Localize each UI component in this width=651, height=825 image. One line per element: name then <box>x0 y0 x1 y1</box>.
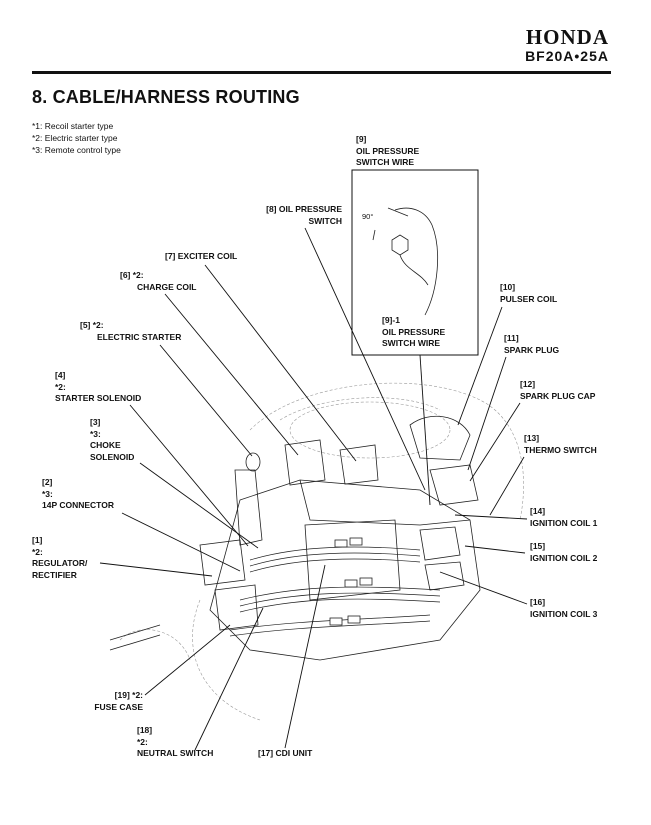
callout-ignition-coil-3: [16]IGNITION COIL 3 <box>530 597 598 619</box>
callout-thermo-switch: [13]THERMO SWITCH <box>524 433 597 455</box>
callout-starter-solenoid: [4]*2:STARTER SOLENOID <box>55 370 142 403</box>
note-3: *3: Remote control type <box>32 145 121 155</box>
callout-spark-plug: [11]SPARK PLUG <box>504 333 560 355</box>
inset-frame <box>351 169 479 356</box>
footnotes: *1: Recoil starter type *2: Electric sta… <box>32 120 121 156</box>
callout-14p-connector: [2]*3:14P CONNECTOR <box>42 477 114 510</box>
header-rule <box>32 71 611 74</box>
callout-fuse-case: [19] *2:FUSE CASE <box>94 690 143 712</box>
page-title: 8. CABLE/HARNESS ROUTING <box>32 87 300 107</box>
callout-pulser-coil: [10]PULSER COIL <box>500 282 558 304</box>
inset-title: [9] OIL PRESSURE SWITCH WIRE <box>356 134 420 167</box>
note-2: *2: Electric starter type <box>32 133 118 143</box>
brand-name: HONDA <box>525 25 609 49</box>
callout-spark-plug-cap: [12]SPARK PLUG CAP <box>520 379 596 401</box>
callout-regulator-rectifier: [1]*2: REGULATOR/RECTIFIER <box>32 535 88 580</box>
callout-cdi-unit: [17] CDI UNIT <box>258 748 313 758</box>
callout-ignition-coil-2: [15]IGNITION COIL 2 <box>530 541 598 563</box>
callout-neutral-switch: [18]*2:NEUTRAL SWITCH <box>137 725 214 758</box>
inset-angle-label: 90° <box>362 212 374 221</box>
callout-electric-starter: [5] *2:ELECTRIC STARTER <box>80 320 182 342</box>
callout-exciter-coil: [7] EXCITER COIL <box>165 251 238 261</box>
brand-header: HONDA BF20A•25A <box>525 26 609 64</box>
inset-sub-label: [9]-1 OIL PRESSURE SWITCH WIRE <box>382 315 446 348</box>
cdi-unit-shape <box>304 519 401 601</box>
callout-charge-coil: [6] *2:CHARGE COIL <box>120 270 197 292</box>
callout-ignition-coil-1: [14]IGNITION COIL 1 <box>530 506 598 528</box>
note-1: *1: Recoil starter type <box>32 121 114 131</box>
model-name: BF20A•25A <box>525 48 609 64</box>
